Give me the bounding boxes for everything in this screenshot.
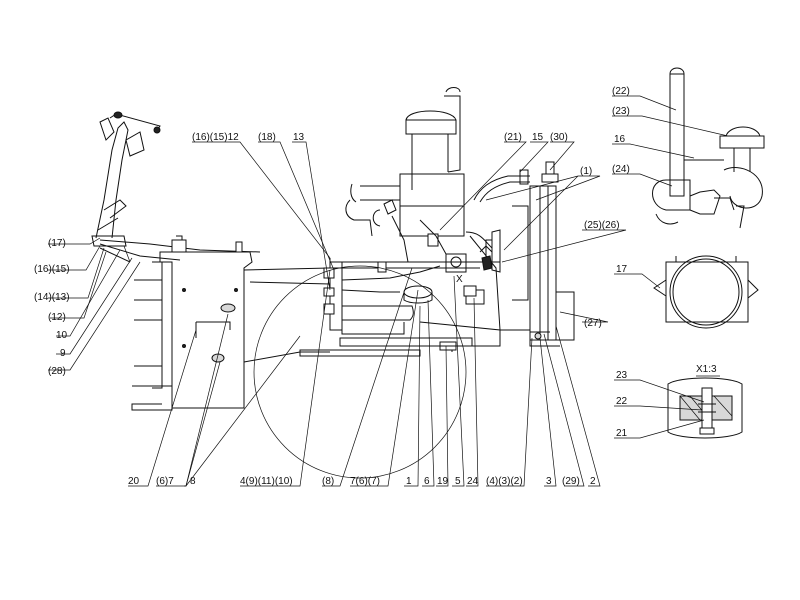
label-13: 13	[293, 132, 305, 143]
label-10: 10	[56, 330, 68, 341]
label-b-3: 3	[546, 476, 552, 487]
label-9: 9	[60, 348, 66, 359]
detail-x	[667, 377, 743, 439]
label-21: (21)	[504, 132, 522, 143]
label-x: X	[456, 274, 463, 285]
label-25-26: (25)(26)	[584, 220, 620, 231]
label-12: (12)	[48, 312, 66, 323]
label-b-2: 2	[590, 476, 596, 487]
label-d-22: 22	[616, 396, 628, 407]
label-r-24: (24)	[612, 164, 630, 175]
engine-assembly	[299, 87, 575, 357]
label-b-8p: (8)	[322, 476, 334, 487]
label-b-19: 19	[437, 476, 449, 487]
label-b-6: 6	[424, 476, 430, 487]
label-r-22: (22)	[612, 86, 630, 97]
label-b-6-7: (6)7	[156, 476, 174, 487]
label-1: (1)	[580, 166, 592, 177]
callout-labels: (16)(15)12 (18) 13 (21) 15 (30) (1) (25)…	[34, 86, 717, 487]
label-r-16: 16	[614, 134, 626, 145]
label-15: 15	[532, 132, 544, 143]
label-b-8: 8	[190, 476, 196, 487]
label-17: (17)	[48, 238, 66, 249]
label-b-5: 5	[455, 476, 461, 487]
label-27: (27)	[584, 318, 602, 329]
leader-lines	[48, 95, 729, 487]
label-16-15: (16)(15)	[34, 264, 70, 275]
label-16-15-12: (16)(15)12	[192, 132, 239, 143]
label-d-23: 23	[616, 370, 628, 381]
label-b-7-6-7: 7(6)(7)	[350, 476, 380, 487]
label-28: (28)	[48, 366, 66, 377]
label-30: (30)	[550, 132, 568, 143]
label-b-24: 24	[467, 476, 479, 487]
label-14-13: (14)(13)	[34, 292, 70, 303]
label-x1-3: X1:3	[696, 364, 717, 375]
label-b-29: (29)	[562, 476, 580, 487]
label-d-21: 21	[616, 428, 628, 439]
rear-wheel-outline	[253, 265, 467, 479]
label-r-23: (23)	[612, 106, 630, 117]
label-b-20: 20	[128, 476, 140, 487]
label-18: (18)	[258, 132, 276, 143]
fuel-tank	[131, 235, 331, 411]
tube-section	[653, 255, 759, 329]
label-b-1: 1	[406, 476, 412, 487]
label-b-4-9-11-10: 4(9)(11)(10)	[240, 476, 293, 487]
exhaust-detail	[652, 67, 765, 229]
label-r-17: 17	[616, 264, 628, 275]
label-b-4-3-2: (4)(3)(2)	[486, 476, 523, 487]
